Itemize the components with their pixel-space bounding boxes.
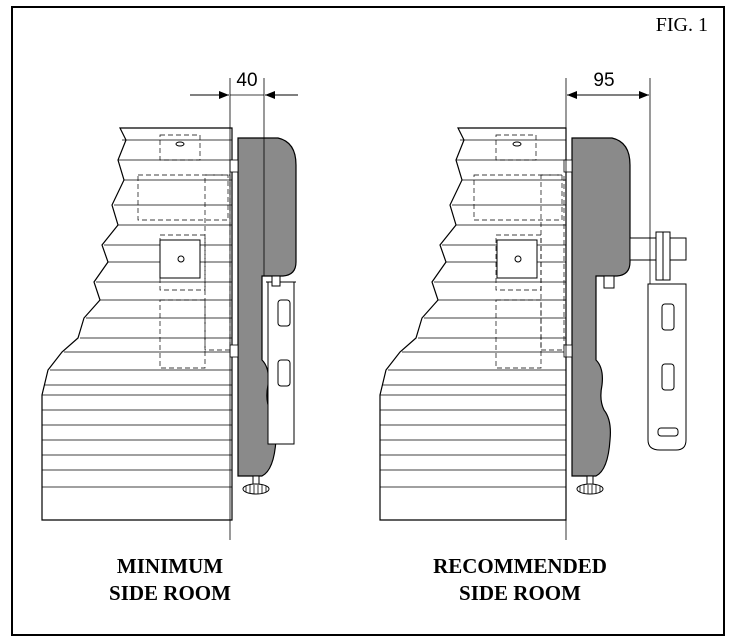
right-machine-body: [379, 127, 567, 521]
right-hidden-lines: [473, 134, 565, 369]
right-hinge-assembly: [603, 231, 687, 289]
left-dimension-value: 40: [236, 70, 257, 91]
left-dimension: 40: [190, 70, 298, 99]
left-view: 40: [41, 70, 298, 540]
left-body-lines: [42, 139, 232, 488]
left-caption-line2: SIDE ROOM: [109, 581, 231, 605]
right-view: 95: [379, 70, 687, 540]
right-dimension: 95: [567, 70, 649, 99]
left-caption-line1: MINIMUM: [116, 554, 224, 578]
right-foot: [576, 475, 604, 495]
left-machine-body: [41, 127, 233, 521]
figure-frame: [11, 6, 725, 636]
right-caption-line1: RECOMMENDED: [433, 554, 607, 578]
right-caption: RECOMMENDED SIDE ROOM: [400, 553, 640, 607]
left-bracket: [159, 141, 201, 279]
left-foot: [242, 475, 270, 495]
left-caption: MINIMUM SIDE ROOM: [60, 553, 280, 607]
left-hinge-bracket: [266, 275, 296, 445]
right-side-panel: [571, 137, 631, 477]
figure-label: FIG. 1: [655, 14, 708, 36]
right-hinge-bracket: [647, 283, 687, 451]
right-caption-line2: SIDE ROOM: [459, 581, 581, 605]
right-bracket: [496, 141, 538, 279]
right-dimension-value: 95: [593, 70, 614, 91]
